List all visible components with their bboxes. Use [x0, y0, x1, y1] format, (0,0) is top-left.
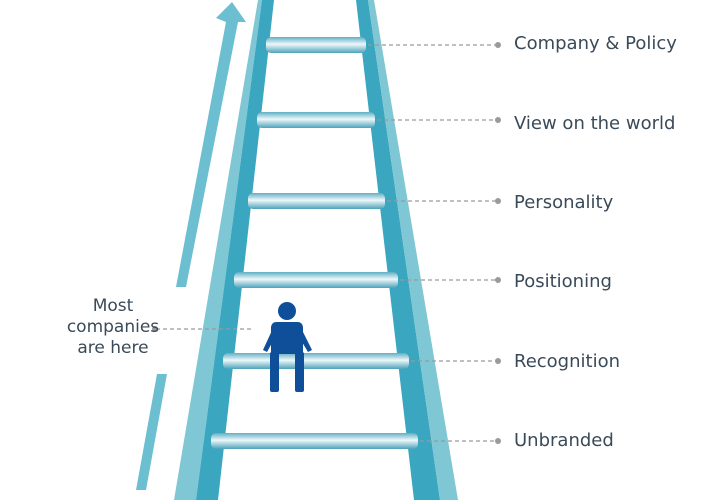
person-figure-icon [263, 302, 312, 392]
rung-unbranded [211, 433, 418, 449]
rung-positioning [234, 272, 398, 288]
leader-dot-unbranded [495, 438, 501, 444]
most-companies-note: Most companies are here [40, 296, 186, 359]
leader-dot-recognition [495, 358, 501, 364]
label-leader-lines [368, 42, 501, 444]
leader-dot-view-on-world [495, 117, 501, 123]
progress-arrow-upper [176, 2, 246, 287]
note-line-1: Most [92, 296, 134, 316]
leader-dot-personality [495, 198, 501, 204]
rung-label-recognition: Recognition [514, 351, 620, 372]
leader-dot-company-policy [495, 42, 501, 48]
rung-label-positioning: Positioning [514, 271, 612, 292]
ladder-left-rail-light [174, 0, 262, 500]
rung-label-view-on-world: View on the world [514, 113, 676, 134]
ladder-right-rail-dark [356, 0, 440, 500]
rung-label-personality: Personality [514, 192, 614, 213]
ladder-right-rail-light [368, 0, 458, 500]
rung-recognition [223, 353, 409, 369]
rung-personality [248, 193, 385, 209]
progress-arrow-lower [136, 374, 167, 490]
rung-label-unbranded: Unbranded [514, 430, 614, 451]
note-line-2: companies [66, 317, 160, 337]
leader-dot-positioning [495, 277, 501, 283]
rung-label-company-policy: Company & Policy [514, 33, 677, 54]
rung-view-on-world [257, 112, 375, 128]
note-leader-dot [152, 326, 158, 332]
rung-company-policy [266, 37, 366, 53]
note-line-3: are here [77, 338, 149, 358]
ladder-left-rail-dark [196, 0, 274, 500]
ladder-rungs [211, 37, 418, 449]
